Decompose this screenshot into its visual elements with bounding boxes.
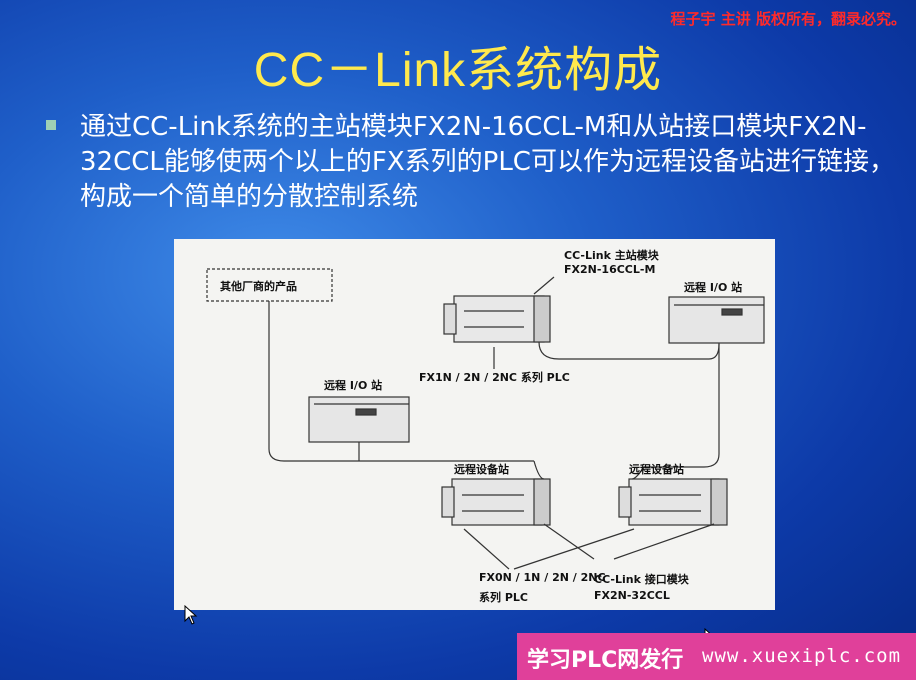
footer-publisher: 学习PLC网发行: [527, 648, 684, 673]
cable-other: [268, 301, 534, 462]
watermark-text: 程子宇 主讲 版权所有，翻录必究。: [670, 10, 906, 28]
label-remote-device-right: 远程设备站: [629, 463, 684, 476]
master-plc: [453, 295, 545, 343]
mouse-cursor-icon: [184, 605, 198, 625]
label-remote-io-right: 远程 I/O 站: [684, 281, 743, 294]
bullet-text: 通过CC-Link系统的主站模块FX2N-16CCL-M和从站接口模块FX2N-…: [80, 112, 895, 212]
remote-device-left-box: [451, 478, 543, 526]
label-fx-bottom1: FX0N / 1N / 2N / 2NC: [479, 571, 606, 584]
label-master-line1: CC-Link 主站模块: [564, 249, 659, 262]
cable-right-down: [644, 343, 720, 468]
slide-title: CC－Link系统构成: [253, 44, 663, 97]
cable-master-right: [538, 341, 720, 360]
remote-io-right-box: [668, 296, 765, 344]
label-remote-device-left: 远程设备站: [454, 463, 509, 476]
arrow-fx-right: [513, 528, 635, 570]
label-remote-io-left: 远程 I/O 站: [324, 379, 383, 392]
footer-url[interactable]: www.xuexiplc.com: [702, 645, 902, 667]
bullet-marker: [46, 120, 56, 130]
label-interface1: CC-Link 接口模块: [594, 573, 689, 586]
footer-banner: 学习PLC网发行 www.xuexiplc.com: [517, 633, 916, 680]
label-fx-series: FX1N / 2N / 2NC 系列 PLC: [419, 371, 570, 384]
label-fx-bottom2: 系列 PLC: [479, 591, 528, 604]
label-interface2: FX2N-32CCL: [594, 589, 670, 602]
label-other-vendor: 其他厂商的产品: [220, 280, 297, 293]
system-diagram: 其他厂商的产品 CC-Link 主站模块 FX2N-16CCL-M 远程 I/O…: [174, 239, 775, 610]
arrow-if-left: [543, 523, 595, 560]
arrow-fx-left: [463, 528, 510, 570]
label-master-line2: FX2N-16CCL-M: [564, 263, 656, 276]
arrow-if-right: [613, 523, 715, 560]
remote-device-right-box: [628, 478, 720, 526]
other-vendor-box: [206, 268, 333, 302]
diagram-drawing: [206, 268, 765, 570]
